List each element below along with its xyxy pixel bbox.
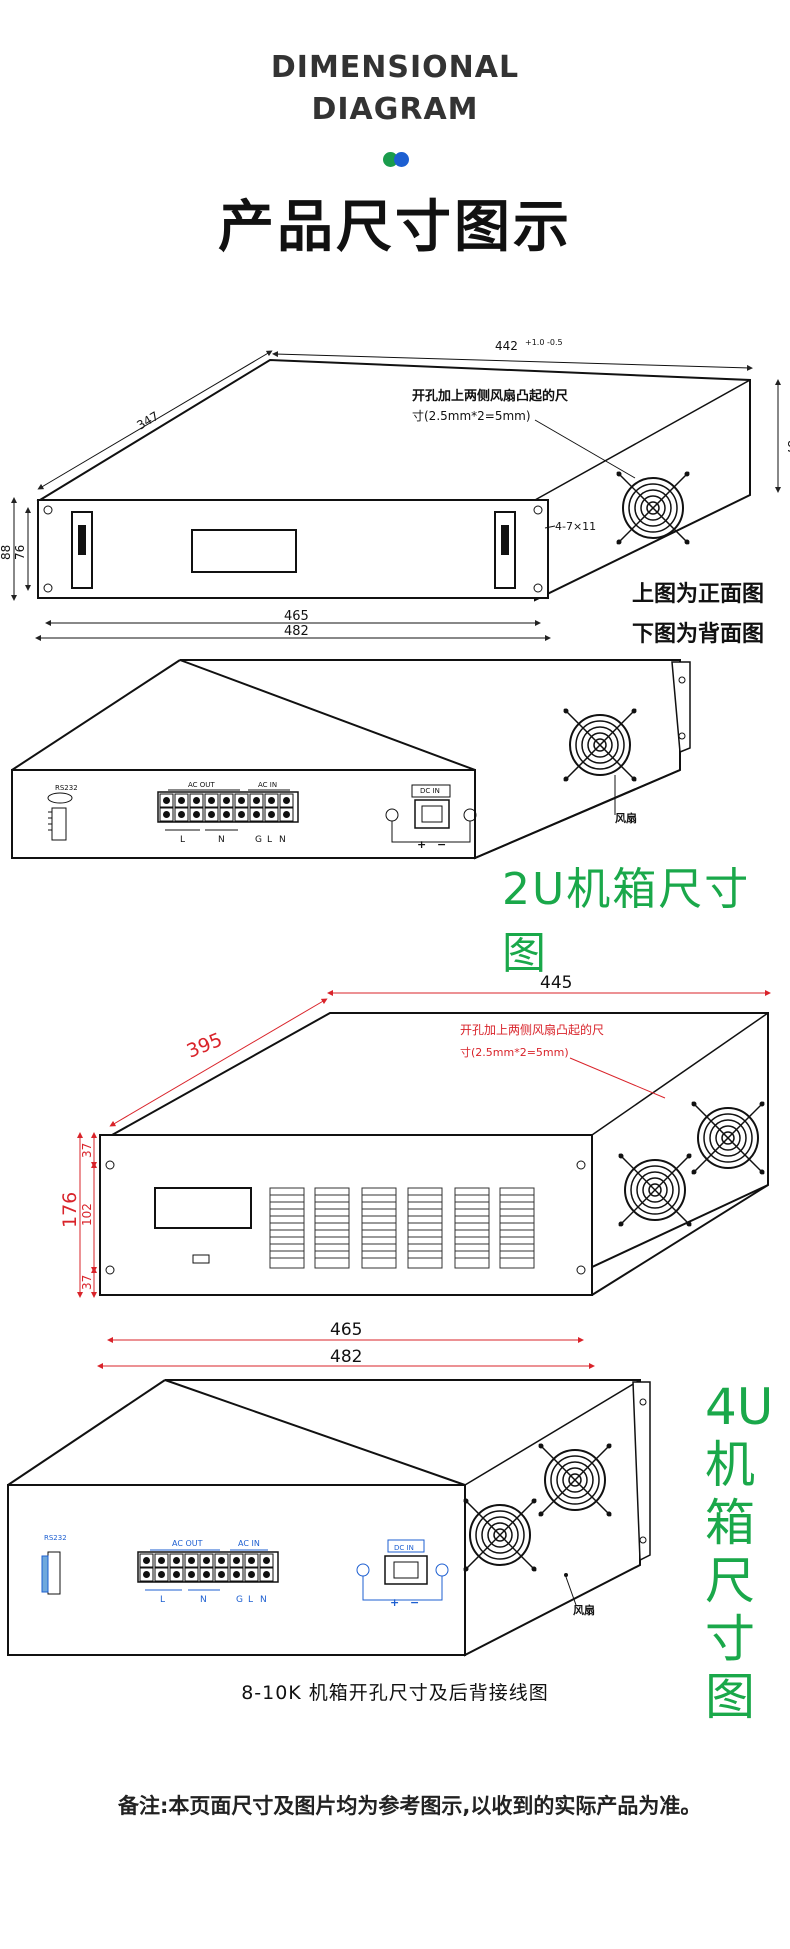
label-2u-term-l2: L — [267, 835, 272, 845]
label-4u-term-n: N — [200, 1595, 207, 1605]
diagram-caption: 8-10K 机箱开孔尺寸及后背接线图 — [241, 1682, 549, 1704]
label-4u-dc-in: DC IN — [394, 1544, 414, 1552]
dim-2u-height-inner: 76 — [13, 545, 27, 560]
diagram-4u-back: RS232 AC OUT AC IN L N G L N DC IN + − — [7, 1379, 651, 1657]
label-2u-term-g: G — [255, 835, 262, 845]
vent-grille — [269, 1187, 535, 1269]
label-4u-char: 箱 — [705, 1494, 755, 1552]
note-2u-fan-line1: 开孔加上两侧风扇凸起的尺 — [412, 388, 568, 404]
dim-4u-depth: 395 — [184, 1029, 226, 1063]
dim-4u-front-outer: 482 — [330, 1347, 362, 1367]
dim-2u-top-tol: +1.0 -0.5 — [525, 338, 563, 347]
label-2u-fan: 风扇 — [615, 811, 637, 825]
dim-4u-seg-bot: 37 — [80, 1275, 94, 1290]
dim-2u-top-width: 442 — [495, 339, 518, 353]
label-2u-minus: − — [437, 838, 446, 851]
note-2u-fan-line2: 寸(2.5mm*2=5mm) — [412, 409, 531, 423]
note-4u-fan-line2: 寸(2.5mm*2=5mm) — [460, 1045, 569, 1059]
label-2u-term-l: L — [180, 835, 185, 845]
label-2u-ac-out: AC OUT — [188, 781, 215, 789]
label-2u-ac-in: AC IN — [258, 781, 277, 789]
header-dots — [383, 152, 413, 168]
diagram-4u-front: 395 445 176 37 102 37 465 482 开孔加上两侧风扇凸起… — [59, 973, 771, 1369]
label-4u-fan: 风扇 — [573, 1603, 595, 1617]
label-4u-char: 寸 — [705, 1610, 755, 1668]
note-2u-holes: 4-7×11 — [555, 520, 596, 533]
note-back-view: 下图为背面图 — [632, 622, 765, 647]
label-4u-term-n2: N — [260, 1595, 267, 1605]
label-4u-ac-out: AC OUT — [172, 1539, 203, 1548]
diagram-2u-back: RS232 AC OUT AC IN L N G L N DC IN + − — [11, 659, 691, 860]
note-4u-fan-line1: 开孔加上两侧风扇凸起的尺 — [460, 1022, 604, 1037]
label-4u-char: 机 — [705, 1436, 755, 1494]
label-4u-chassis: 4U 机 箱 尺 寸 图 — [705, 1378, 774, 1726]
page-title: 产品尺寸图示 — [218, 195, 572, 260]
dim-4u-top-width: 445 — [540, 973, 572, 993]
terminal-block-2u — [157, 791, 299, 823]
label-4u-char: 图 — [705, 1668, 755, 1726]
label-4u-term-l: L — [160, 1595, 165, 1605]
label-4u-plus: + — [390, 1596, 399, 1609]
dim-2u-height-outer: 88 — [0, 545, 13, 560]
label-4u-term-l2: L — [248, 1595, 253, 1605]
label-2u-term-n: N — [218, 835, 225, 845]
dim-2u-front-outer: 482 — [284, 624, 309, 639]
label-2u-dc-in: DC IN — [420, 787, 440, 795]
label-2u-term-n2: N — [279, 835, 286, 845]
dim-4u-seg-top: 37 — [80, 1143, 94, 1158]
label-4u-char: 尺 — [705, 1552, 755, 1610]
label-4u-minus: − — [410, 1596, 419, 1609]
terminal-block-4u — [137, 1551, 279, 1583]
note-front-view: 上图为正面图 — [632, 582, 765, 607]
dim-4u-front-inner: 465 — [330, 1320, 362, 1340]
label-4u-char: 4U — [705, 1378, 774, 1436]
label-2u-chassis: 2U机箱尺寸图 — [502, 864, 751, 979]
header-en-line1: DIMENSIONAL — [270, 50, 520, 85]
label-4u-ac-in: AC IN — [238, 1539, 260, 1548]
disclaimer-note: 备注:本页面尺寸及图片均为参考图示,以收到的实际产品为准。 — [118, 1794, 702, 1818]
header-en-line2: DIAGRAM — [311, 92, 479, 127]
dim-4u-seg-mid: 102 — [80, 1203, 94, 1226]
label-2u-plus: + — [417, 838, 426, 851]
dim-2u-side-height: 87 — [785, 440, 790, 455]
label-4u-term-g: G — [236, 1595, 243, 1605]
blue-dot-icon — [394, 152, 409, 167]
label-4u-rs232: RS232 — [44, 1534, 67, 1542]
dim-2u-front-inner: 465 — [284, 609, 309, 624]
dim-4u-height: 176 — [59, 1192, 81, 1228]
label-2u-rs232: RS232 — [55, 784, 78, 792]
